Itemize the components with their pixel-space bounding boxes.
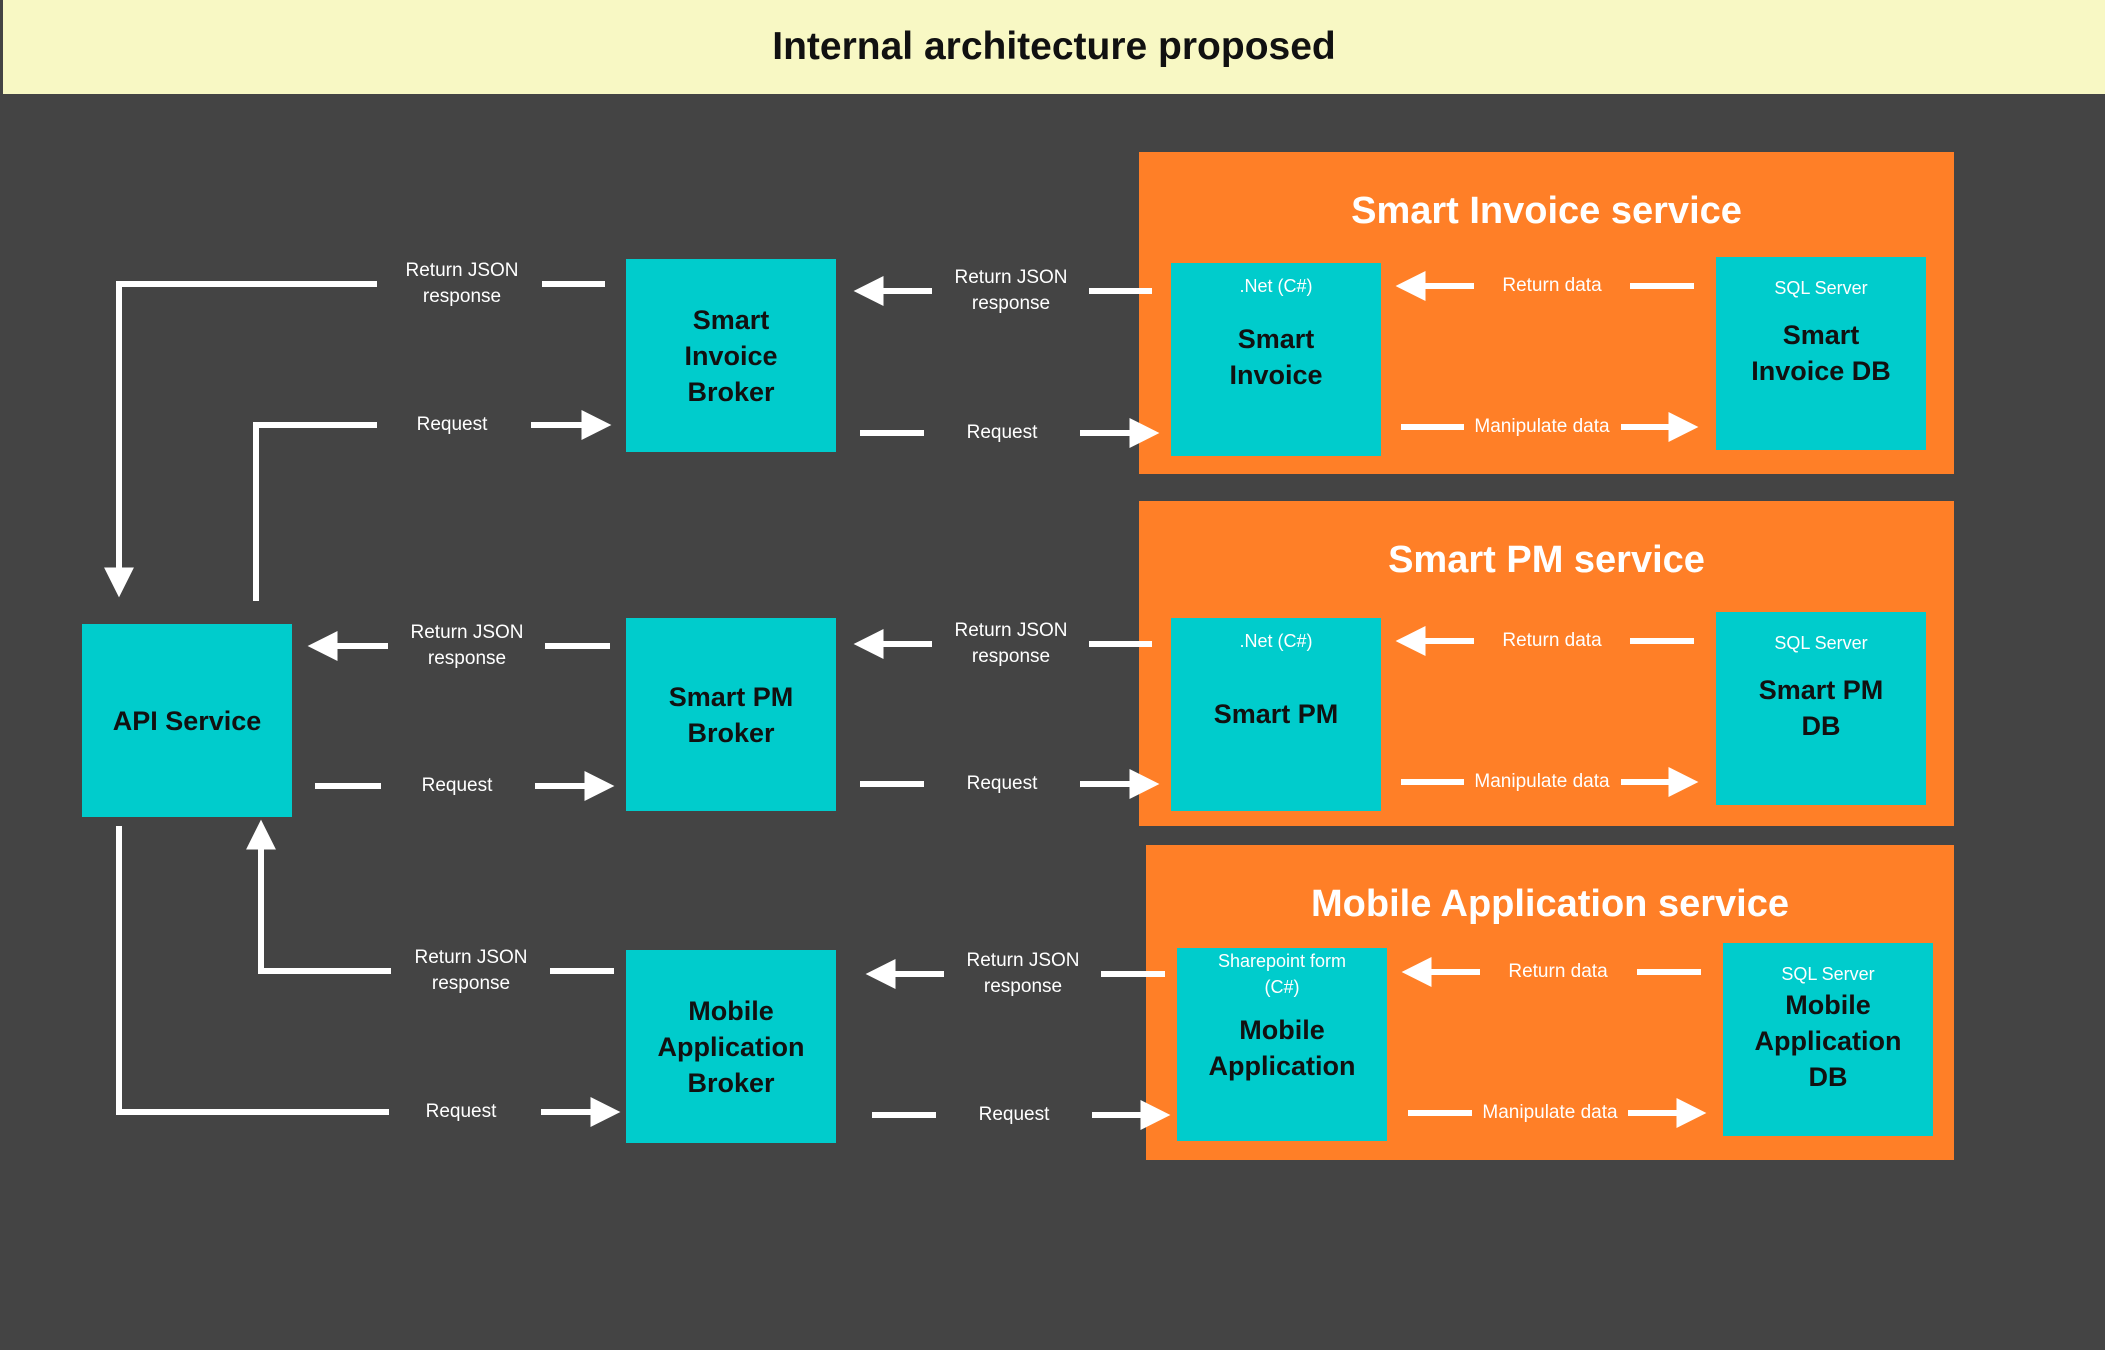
app-tech-label: .Net (C#) xyxy=(1239,631,1313,651)
broker-smart-pm[interactable]: Smart PM Broker xyxy=(626,618,836,811)
api-service-label: API Service xyxy=(112,705,262,736)
service-title: Smart PM service xyxy=(1388,539,1705,581)
label-return-json-pm-api: Return JSON response xyxy=(410,622,524,669)
app-smart-pm[interactable]: .Net (C#) Smart PM xyxy=(1171,618,1381,811)
db-tech-label: SQL Server xyxy=(1774,278,1868,298)
db-label: Mobile Application DB xyxy=(1754,990,1902,1092)
broker-mobile-application[interactable]: Mobile Application Broker xyxy=(626,950,836,1143)
label-manipulate-data-mobile: Manipulate data xyxy=(1482,1102,1618,1123)
app-label: Smart Invoice xyxy=(1229,324,1323,390)
label-request-pm-service: Request xyxy=(966,773,1038,794)
db-smart-invoice[interactable]: SQL Server Smart Invoice DB xyxy=(1716,257,1926,450)
connector-request-api-to-invoice xyxy=(253,422,377,601)
api-service[interactable]: API Service xyxy=(82,624,292,817)
db-label: Smart PM DB xyxy=(1758,675,1884,741)
label-return-data-mobile: Return data xyxy=(1508,961,1608,982)
connector-return-json-mobile-to-api xyxy=(246,819,391,974)
broker-label: Smart PM Broker xyxy=(668,681,794,748)
label-request-api-mobile: Request xyxy=(425,1101,497,1122)
broker-label: Mobile Application Broker xyxy=(657,995,805,1098)
connector-return-json-invoice-to-api xyxy=(104,281,377,598)
label-return-json-service-invoice: Return JSON response xyxy=(954,267,1068,314)
label-return-json-mobile-api: Return JSON response xyxy=(414,947,528,994)
label-return-json-service-mobile: Return JSON response xyxy=(966,950,1080,997)
label-return-json-invoice-api: Return JSON response xyxy=(405,260,519,307)
connector-request-api-to-mobile xyxy=(116,826,389,1115)
label-request-api-pm: Request xyxy=(421,775,493,796)
db-label: Smart Invoice DB xyxy=(1751,320,1891,386)
label-return-json-service-pm: Return JSON response xyxy=(954,620,1068,667)
page-title: Internal architecture proposed xyxy=(772,25,1336,68)
label-manipulate-data-pm: Manipulate data xyxy=(1474,771,1610,792)
service-title: Mobile Application service xyxy=(1311,883,1789,925)
app-tech-label: .Net (C#) xyxy=(1239,276,1313,296)
label-return-data-invoice: Return data xyxy=(1502,275,1602,296)
db-mobile-application[interactable]: SQL Server Mobile Application DB xyxy=(1723,943,1933,1136)
db-tech-label: SQL Server xyxy=(1774,633,1868,653)
app-label: Smart PM xyxy=(1213,699,1339,729)
broker-label: Smart Invoice Broker xyxy=(684,304,778,407)
app-mobile-application[interactable]: Sharepoint form (C#) Mobile Application xyxy=(1177,948,1387,1141)
label-manipulate-data-invoice: Manipulate data xyxy=(1474,416,1610,437)
label-return-data-pm: Return data xyxy=(1502,630,1602,651)
service-title: Smart Invoice service xyxy=(1351,190,1742,232)
app-label: Mobile Application xyxy=(1208,1015,1356,1081)
db-smart-pm[interactable]: SQL Server Smart PM DB xyxy=(1716,612,1926,805)
label-request-api-invoice: Request xyxy=(416,414,488,435)
app-smart-invoice[interactable]: .Net (C#) Smart Invoice xyxy=(1171,263,1381,456)
label-request-invoice-service: Request xyxy=(966,422,1038,443)
label-request-mobile-service: Request xyxy=(978,1104,1050,1125)
app-tech-label: Sharepoint form (C#) xyxy=(1217,951,1347,997)
header-bar: Internal architecture proposed xyxy=(3,0,2105,94)
db-tech-label: SQL Server xyxy=(1781,964,1875,984)
broker-smart-invoice[interactable]: Smart Invoice Broker xyxy=(626,259,836,452)
